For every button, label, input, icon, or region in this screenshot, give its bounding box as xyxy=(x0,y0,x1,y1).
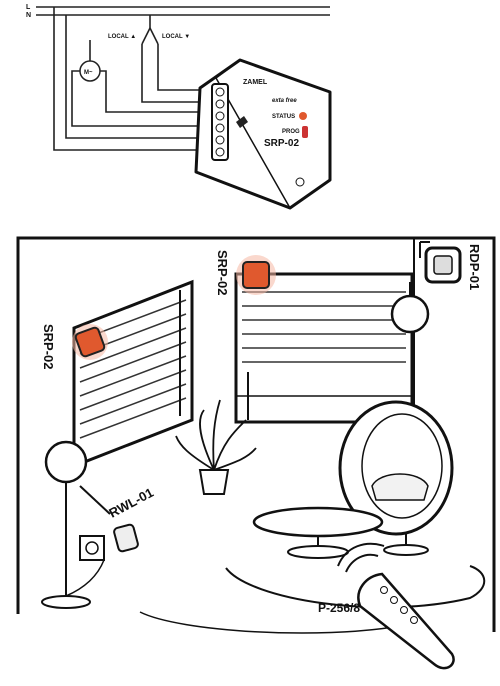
module-status-label: STATUS xyxy=(272,114,295,120)
terminal-6 xyxy=(215,147,225,157)
wire-motor xyxy=(71,40,215,127)
rwl-module xyxy=(113,523,139,553)
remote-button-4 xyxy=(410,616,418,624)
remote-control xyxy=(337,542,455,670)
plant-leaves xyxy=(175,399,257,471)
module-system: exta free xyxy=(272,98,297,104)
line-n-label: N xyxy=(26,12,31,19)
remote-signal-waves xyxy=(337,542,385,573)
terminal-2 xyxy=(215,99,225,109)
terminal-4 xyxy=(215,123,225,133)
module-antenna-mark xyxy=(295,177,305,187)
rdp-module-face xyxy=(433,255,453,275)
room-illustration: SRP-02 SRP-02 RDP-01 RW xyxy=(16,236,496,670)
socket-hole xyxy=(85,541,99,555)
rwl-pointer xyxy=(79,485,111,515)
left-blind-slats xyxy=(79,299,187,439)
module-prog-label: PROG xyxy=(282,129,300,135)
terminal-1 xyxy=(215,87,225,97)
remote-body xyxy=(357,572,455,670)
floor-line xyxy=(139,611,401,634)
prog-button xyxy=(302,126,308,138)
srp02-device-top xyxy=(236,255,276,295)
remote-button-3 xyxy=(400,606,408,614)
module-diagram-symbol xyxy=(236,116,248,128)
left-window-blind xyxy=(72,279,194,469)
module-edge xyxy=(215,59,291,209)
switch-down-label: LOCAL ▼ xyxy=(162,34,190,40)
wire-phase-drop xyxy=(53,7,215,151)
back-blind-slats xyxy=(242,291,406,363)
top-srp-module xyxy=(242,261,270,289)
floor-lamp-globe xyxy=(44,440,88,484)
module-brand: ZAMEL xyxy=(243,79,268,86)
chair-base xyxy=(383,544,429,556)
wire-neutral-drop xyxy=(65,15,215,139)
rwl-label: RWL-01 xyxy=(106,485,156,521)
motor-label: M~ xyxy=(84,70,93,76)
floor-lamp-cable xyxy=(65,559,105,597)
wiring-diagram: L N M~ LOCAL ▲ LOCAL ▼ ZAMEL exta f xyxy=(26,4,332,210)
remote-button-1 xyxy=(380,586,388,594)
remote-label: P-256/8 xyxy=(318,601,360,615)
hanging-lamp xyxy=(390,282,430,334)
left-srp-module xyxy=(74,326,106,358)
floor-lamp-base xyxy=(41,595,91,609)
srp-top-label: SRP-02 xyxy=(215,250,230,296)
rdp01-device xyxy=(419,241,462,284)
plant-pot xyxy=(198,469,230,495)
rwl01-device xyxy=(79,485,139,553)
room-frame xyxy=(16,236,496,632)
wire-switch-outputs xyxy=(141,44,215,103)
floor-lamp xyxy=(41,440,105,609)
module-model: SRP-02 xyxy=(264,138,299,149)
status-led xyxy=(299,112,307,120)
switch-up-label: LOCAL ▲ xyxy=(108,34,136,40)
line-l-label: L xyxy=(26,4,31,11)
terminal-3 xyxy=(215,111,225,121)
switch-contacts xyxy=(141,27,159,45)
egg-chair xyxy=(338,400,454,556)
remote-button-2 xyxy=(390,596,398,604)
back-window-blind xyxy=(234,272,414,424)
coffee-table xyxy=(252,506,384,559)
srp02-device-left xyxy=(72,324,108,360)
table-top xyxy=(252,506,384,538)
srp-left-label: SRP-02 xyxy=(41,324,56,370)
terminal-5 xyxy=(215,135,225,145)
chair-cushion xyxy=(371,473,429,501)
wall-socket xyxy=(79,535,105,561)
potted-plant xyxy=(175,399,257,495)
chair-inner xyxy=(361,413,443,519)
rdp-pointer xyxy=(419,241,430,258)
lamp-globe xyxy=(390,294,430,334)
srp02-module: ZAMEL exta free STATUS SRP-02 PROG xyxy=(194,58,332,210)
rdp-label: RDP-01 xyxy=(467,244,482,290)
left-window-frame xyxy=(72,279,194,469)
table-base xyxy=(287,545,349,559)
